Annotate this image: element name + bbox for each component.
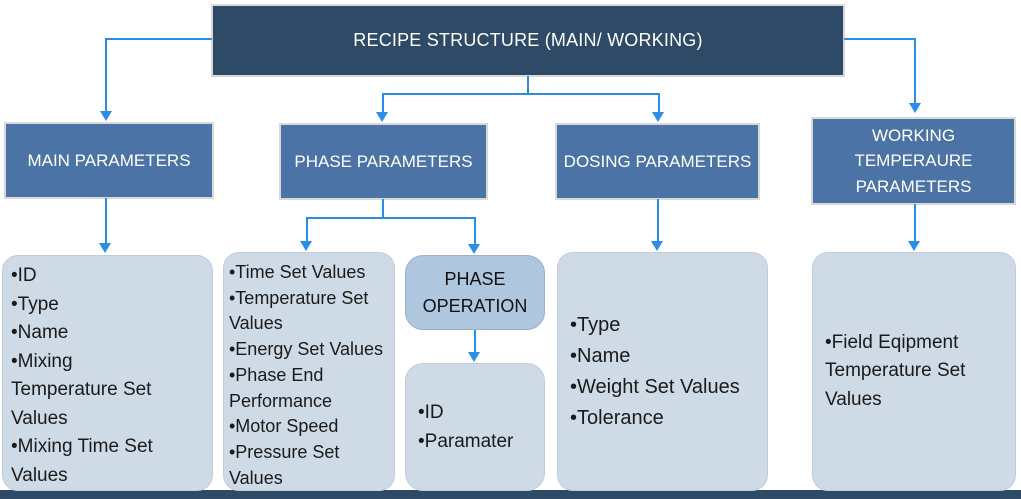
connector-arrowhead <box>652 112 664 122</box>
connector-line <box>306 217 476 219</box>
bullet-item: •Field Eqipment Temperature Set Values <box>825 331 966 410</box>
connector-line <box>382 93 384 113</box>
connector-arrowhead <box>651 241 663 251</box>
bullet-item: •Name <box>570 344 631 367</box>
bullet-item: •Type <box>570 313 621 336</box>
connector-line <box>105 38 107 112</box>
bullet-item: •Mixing Temperature Set Values <box>11 350 152 429</box>
connector-line <box>657 199 659 242</box>
connector-arrowhead <box>909 103 921 113</box>
connector-line <box>527 76 529 94</box>
bullet-item: •Type <box>11 293 59 315</box>
bullet-item: •Name <box>11 322 69 343</box>
connector-arrowhead <box>468 352 480 362</box>
bullet-item: •Pressure Set Values <box>229 442 340 488</box>
connector-line <box>382 199 384 218</box>
node-phase-operation: PHASE OPERATION <box>405 255 545 330</box>
connector-line <box>382 93 660 95</box>
connector-arrowhead <box>468 244 480 254</box>
connector-line <box>914 204 916 242</box>
list-dosing-parameters: •Type •Name •Weight Set Values •Tolerance <box>557 252 768 491</box>
bullet-item: •Phase End Performance <box>229 364 333 411</box>
bullet-item: •ID <box>418 401 444 423</box>
node-recipe-structure: RECIPE STRUCTURE (MAIN/ WORKING) <box>211 4 845 77</box>
connector-line <box>306 217 308 242</box>
bullet-item: •Weight Set Values <box>570 375 740 398</box>
connector-line <box>474 217 476 245</box>
list-working-temperaure-parameters: •Field Eqipment Temperature Set Values <box>812 252 1016 491</box>
bullet-item: •ID <box>11 265 37 286</box>
node-working-temperaure-parameters: WORKING TEMPERAURE PARAMETERS <box>811 117 1016 205</box>
connector-line <box>844 38 915 40</box>
connector-line <box>914 38 916 104</box>
bottom-edge-bar <box>0 490 1021 499</box>
connector-arrowhead <box>376 112 388 122</box>
bullet-item: •Motor Speed <box>229 416 339 437</box>
bullet-item: •Temperature Set Values <box>229 287 369 334</box>
connector-arrowhead <box>300 241 312 251</box>
connector-arrowhead <box>908 241 920 251</box>
connector-arrowhead <box>100 111 112 121</box>
bullet-item: •Tolerance <box>570 406 664 429</box>
list-phase-operation: •ID •Paramater <box>405 363 545 491</box>
bullet-item: •Time Set Values <box>229 262 366 282</box>
node-phase-parameters: PHASE PARAMETERS <box>279 123 488 200</box>
connector-line <box>658 93 660 113</box>
list-main-parameters: •ID •Type •Name •Mixing Temperature Set Val… <box>2 255 213 491</box>
connector-line <box>106 38 212 40</box>
node-main-parameters: MAIN PARAMETERS <box>4 122 214 199</box>
connector-arrowhead <box>99 243 111 253</box>
connector-line <box>105 198 107 244</box>
node-dosing-parameters: DOSING PARAMETERS <box>555 123 760 200</box>
bullet-item: •Paramater <box>418 431 514 452</box>
connector-line <box>474 329 476 353</box>
bullet-item: •Energy Set Values <box>229 339 384 360</box>
bullet-item: •Mixing Time Set Values <box>11 436 153 486</box>
list-phase-parameters: •Time Set Values •Temperature Set Values •… <box>223 252 395 491</box>
